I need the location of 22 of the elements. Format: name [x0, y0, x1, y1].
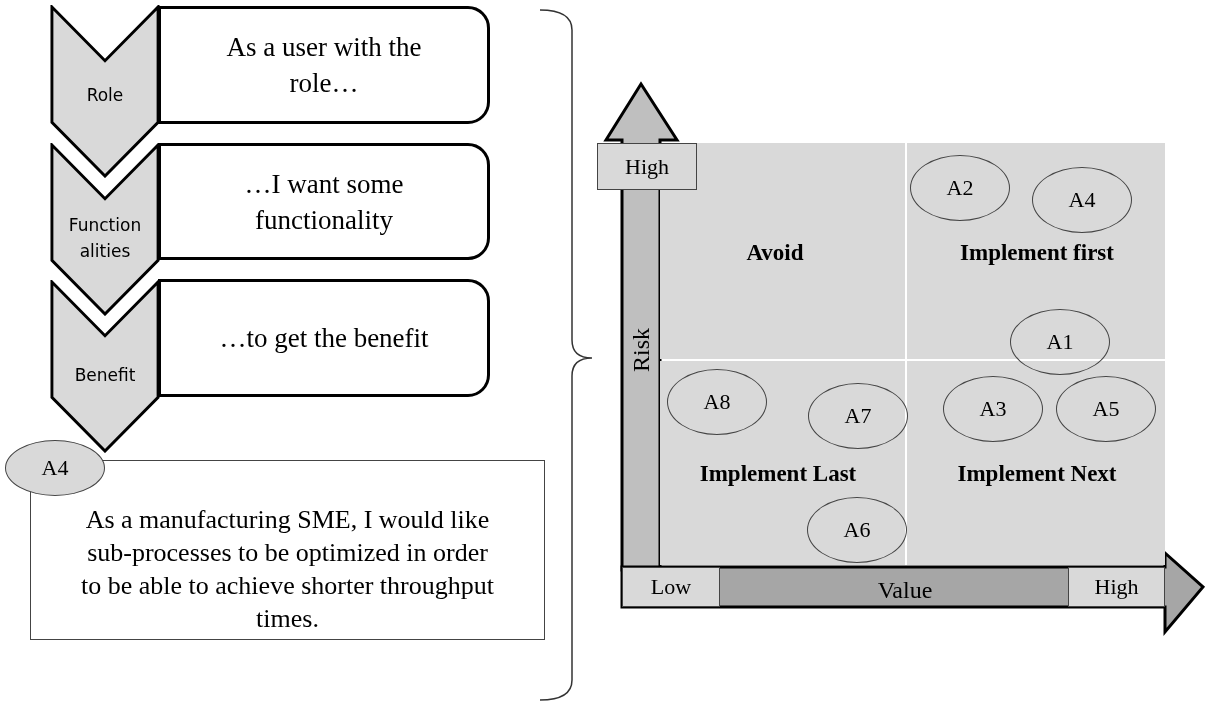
chevron-shape — [50, 280, 160, 453]
stage-label: Function alities — [67, 214, 143, 263]
stage-label: Benefit — [73, 364, 137, 387]
stage-label: Role — [85, 84, 125, 107]
axis-end-box: High — [597, 143, 697, 190]
quadrant-label: Implement Last — [699, 461, 857, 487]
axis-end-box: High — [1068, 567, 1165, 607]
quadrant-label: Implement first — [960, 240, 1114, 266]
quadrant-panel — [907, 361, 1165, 565]
axis-end-box: Low — [622, 567, 720, 607]
quadrant-label: Implement Next — [957, 461, 1117, 487]
axis-title: Value — [877, 576, 933, 604]
quadrant-label: Avoid — [746, 240, 804, 266]
chevron-shape — [50, 5, 160, 178]
statement-box: …I want some functionality — [158, 143, 490, 260]
story-id-ellipse: A4 — [5, 440, 105, 496]
axis-title: Risk — [627, 328, 655, 372]
statement-box: As a user with the role… — [158, 6, 490, 124]
chevron-shape — [50, 143, 160, 316]
statement-box: …to get the benefit — [158, 279, 490, 397]
quadrant-panel — [907, 143, 1165, 359]
quadrant-panel — [660, 361, 905, 565]
